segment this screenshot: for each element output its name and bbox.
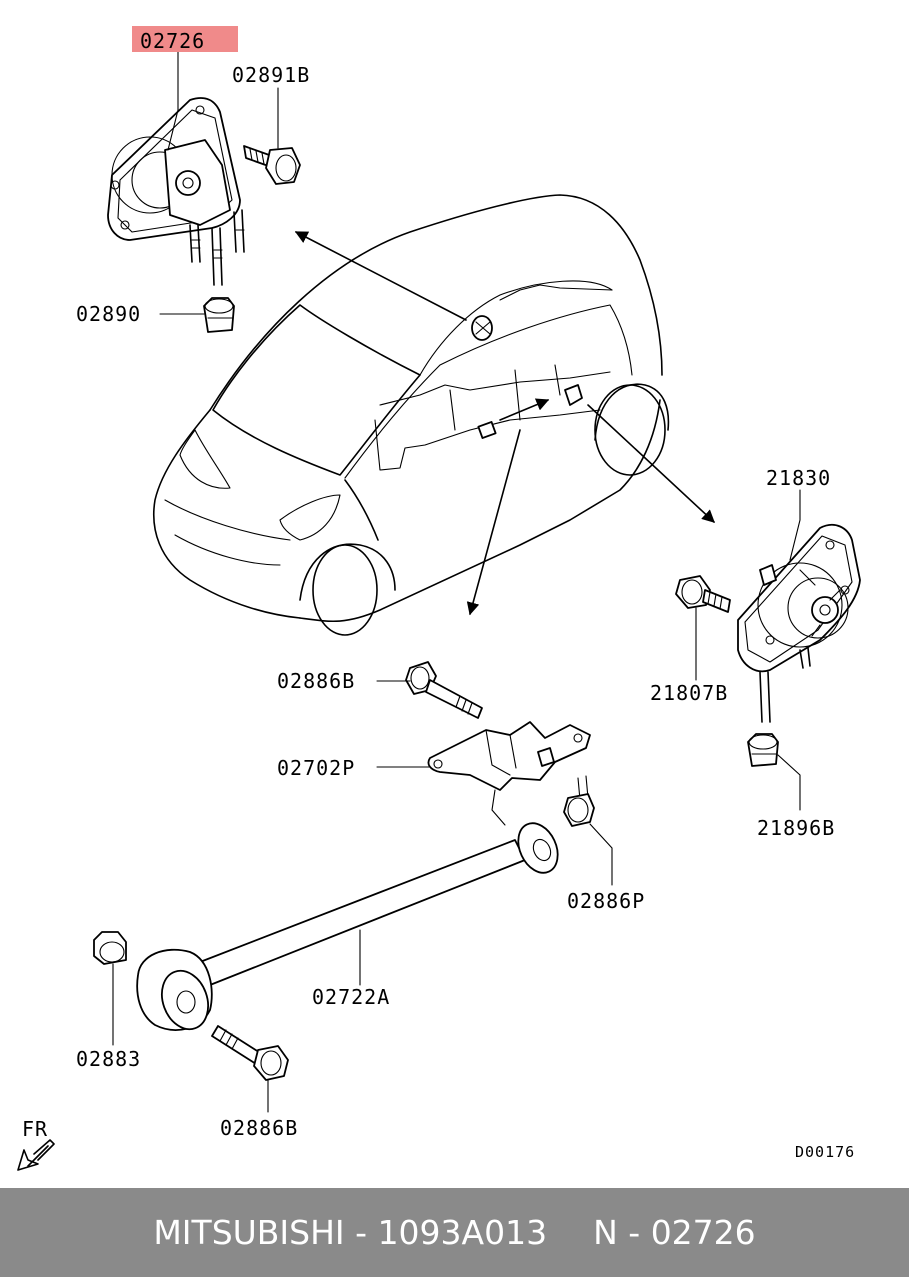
parts-diagram: 02726 02891B 02890 21830 21807B 21896B 0… xyxy=(17,26,861,1171)
front-direction-indicator: FR xyxy=(17,1117,55,1171)
label-02886b-bottom[interactable]: 02886B xyxy=(220,1116,298,1140)
footer-bar: MITSUBISHI - 1093A013 N - 02726 xyxy=(0,1188,909,1277)
label-02883[interactable]: 02883 xyxy=(76,1047,141,1071)
bolt-02886b-top[interactable] xyxy=(405,661,483,719)
engine-mount-21830[interactable] xyxy=(737,523,861,723)
torque-rod-02722a[interactable] xyxy=(136,817,565,1036)
diagram-code: D00176 xyxy=(795,1143,855,1161)
label-21896b[interactable]: 21896B xyxy=(757,816,835,840)
bolt-21807b[interactable] xyxy=(675,575,731,613)
bolt-02886b-bottom[interactable] xyxy=(211,1025,289,1081)
label-02722a[interactable]: 02722A xyxy=(312,985,390,1009)
fr-label: FR xyxy=(22,1117,48,1141)
nut-02883[interactable] xyxy=(93,931,127,965)
label-21807b[interactable]: 21807B xyxy=(650,681,728,705)
car-outline xyxy=(153,194,670,636)
nut-02890[interactable] xyxy=(203,297,235,333)
bolt-02891b[interactable] xyxy=(243,145,301,185)
label-02890[interactable]: 02890 xyxy=(76,302,141,326)
nut-21896b[interactable] xyxy=(747,733,779,767)
brand-name: MITSUBISHI xyxy=(153,1213,345,1252)
part-number: 1093A013 xyxy=(377,1213,548,1252)
ref-number: 02726 xyxy=(650,1213,756,1252)
label-02726[interactable]: 02726 xyxy=(140,29,205,53)
leader-lines xyxy=(112,51,801,1113)
callout-arrows xyxy=(294,231,715,616)
fr-arrow-icon xyxy=(17,1139,55,1171)
label-02702p[interactable]: 02702P xyxy=(277,756,355,780)
label-21830[interactable]: 21830 xyxy=(766,466,831,490)
highlight-box xyxy=(132,26,238,52)
label-02891b[interactable]: 02891B xyxy=(232,63,310,87)
bracket-02702p[interactable] xyxy=(427,721,591,826)
bolt-02886p[interactable] xyxy=(563,775,595,827)
label-02886b-top[interactable]: 02886B xyxy=(277,669,355,693)
separator-2: - xyxy=(617,1213,651,1252)
label-02886p[interactable]: 02886P xyxy=(567,889,645,913)
separator-1: - xyxy=(344,1213,378,1252)
ref-prefix: N xyxy=(593,1213,618,1252)
engine-mount-02726[interactable] xyxy=(107,97,245,286)
